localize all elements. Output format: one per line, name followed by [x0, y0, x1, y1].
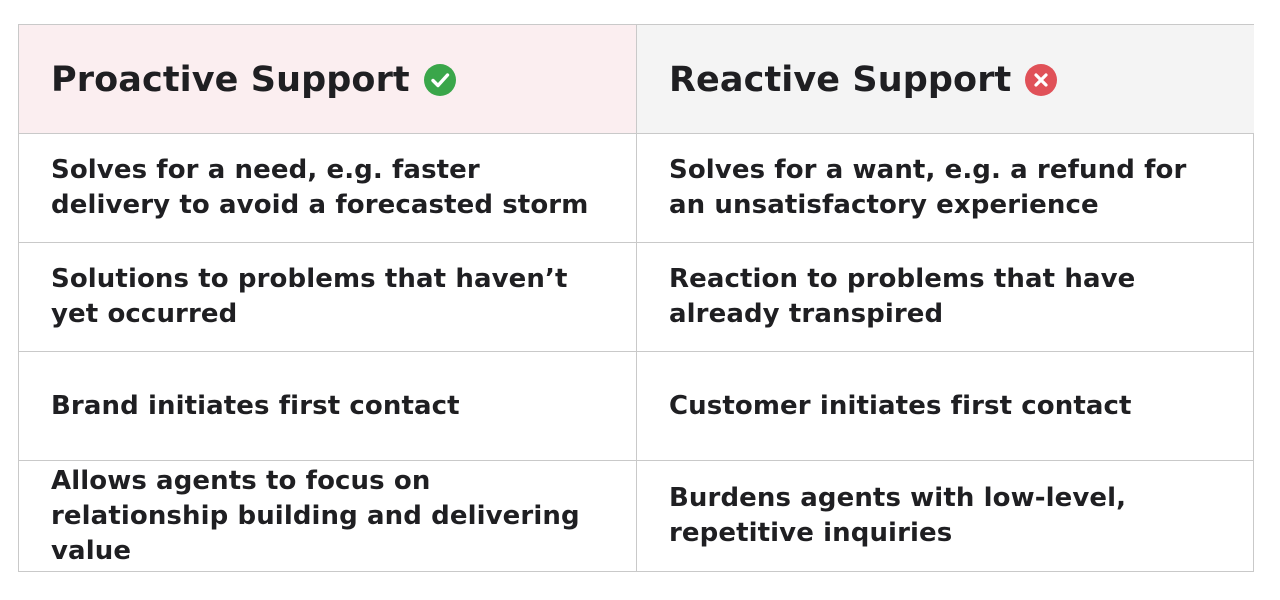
reactive-cell-agents: Burdens agents with low-level, repetitiv…: [669, 483, 1127, 548]
x-circle-icon: [1025, 64, 1058, 96]
check-circle-icon: [423, 64, 456, 96]
reactive-cell-problems: Reaction to problems that have already t…: [637, 243, 1254, 352]
proactive-cell-need: Solves for a need, e.g. faster delivery …: [19, 134, 637, 243]
proactive-header-label: Proactive Support: [51, 60, 410, 100]
reactive-cell-contact: Customer initiates first contact: [637, 352, 1254, 461]
proactive-header-cell: Proactive Support: [19, 25, 637, 134]
proactive-cell-contact: Brand initiates first contact: [19, 352, 637, 461]
proactive-cell-agents: Allows agents to focus on relationship b…: [19, 461, 637, 571]
reactive-header-cell: Reactive Support: [637, 25, 1254, 134]
comparison-table: Proactive Support Reactive Support Solve…: [18, 24, 1254, 572]
reactive-header-label: Reactive Support: [669, 60, 1012, 100]
reactive-cell-want: Solves for a want, e.g. a refund for an …: [637, 134, 1254, 243]
proactive-cell-problems: Solutions to problems that haven’t yet o…: [19, 243, 637, 352]
